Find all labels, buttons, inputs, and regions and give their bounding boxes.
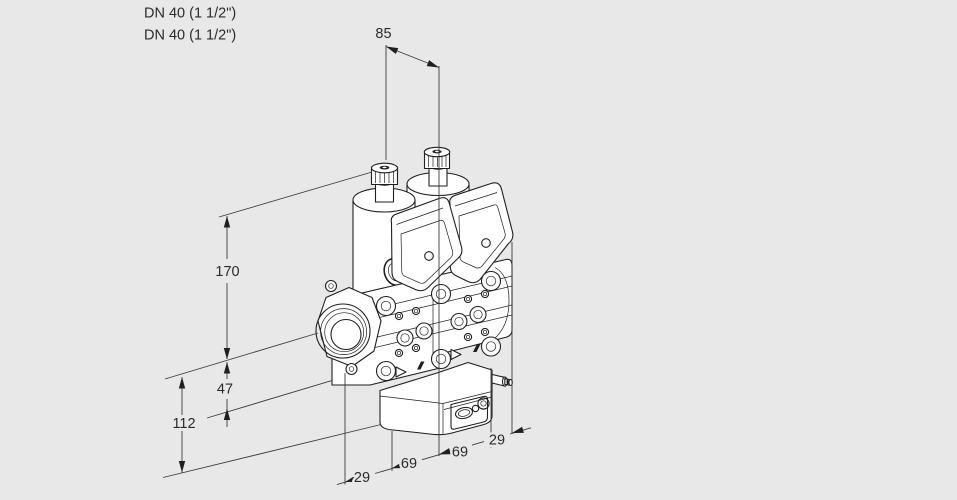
small-screws (394, 289, 490, 358)
dim-170-label: 170 (215, 264, 239, 280)
actuator-block (379, 361, 493, 436)
left-actuator-head (390, 197, 463, 292)
right-actuator-head (449, 182, 514, 284)
dimension-chain-bottom: 29 69 69 29 (336, 426, 532, 489)
dimension-47: 47 (214, 362, 236, 427)
inlet-flange (315, 279, 382, 376)
side-port-nipple (491, 373, 513, 387)
valve-body (331, 258, 513, 386)
dn-label-1: DN 40 (1 1/2") (144, 6, 236, 22)
dimension-170: 170 (213, 216, 242, 360)
dimension-112: 112 (170, 377, 198, 473)
dim-29-right-label: 29 (489, 433, 505, 449)
dim-69-left-label: 69 (401, 456, 417, 472)
dim-29-left-label: 29 (354, 470, 370, 486)
valve-drawing (315, 146, 514, 436)
dimension-85: 85 (373, 24, 440, 68)
extension-lines (162, 45, 513, 485)
dim-112-label: 112 (172, 416, 195, 432)
port-size-labels: DN 40 (1 1/2") DN 40 (1 1/2") (144, 6, 236, 44)
body-bolts (375, 270, 502, 382)
dim-85-label: 85 (375, 26, 391, 42)
dn-label-2: DN 40 (1 1/2") (144, 28, 236, 44)
dimension-annotations: 85 170 47 112 (144, 6, 532, 489)
flow-direction-marks (395, 344, 481, 378)
dim-47-label: 47 (217, 382, 233, 398)
large-bolts (375, 270, 502, 382)
dim-69-right-label: 69 (452, 445, 468, 461)
medium-bolts (396, 305, 487, 347)
